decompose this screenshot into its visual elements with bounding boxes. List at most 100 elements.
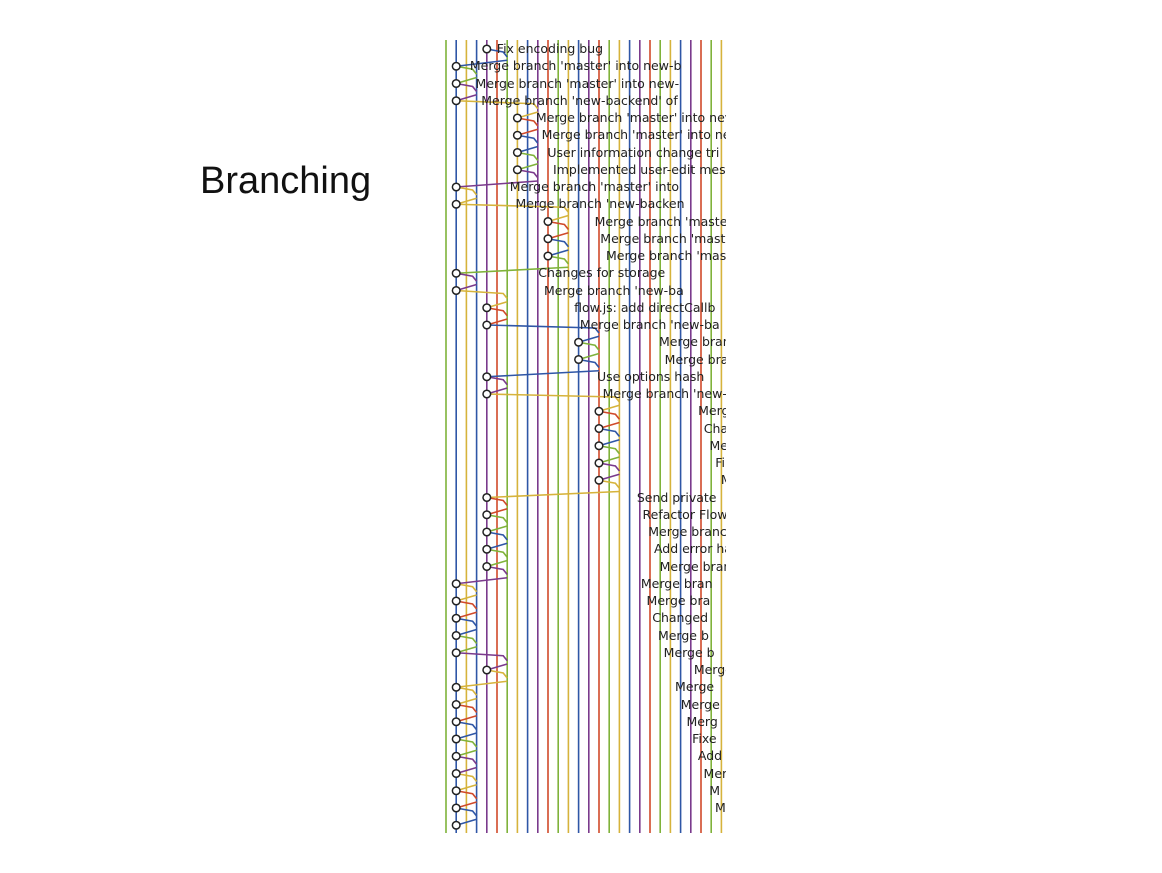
commit-message[interactable]: Merge branch 'new-ba: [579, 317, 720, 332]
commit-message[interactable]: File events goe: [715, 455, 726, 470]
commit-node[interactable]: [482, 510, 492, 520]
commit-node[interactable]: [451, 579, 461, 589]
commit-node[interactable]: [482, 389, 492, 399]
commit-message[interactable]: M: [714, 800, 726, 815]
commit-message[interactable]: Merge branch ': [648, 524, 726, 539]
commit-node[interactable]: [451, 596, 461, 606]
commit-message[interactable]: Fix encoding bug: [496, 41, 604, 56]
commit-node[interactable]: [451, 734, 461, 744]
merge-connector: [456, 48, 508, 68]
commit-message[interactable]: Merge branch 'master' into new-: [475, 75, 680, 91]
commit-message[interactable]: flow.js: add directCallb: [574, 299, 716, 315]
commit-node[interactable]: [451, 786, 461, 796]
commit-message[interactable]: Fixe: [692, 731, 717, 746]
commit-message[interactable]: Merge branch ': [721, 471, 726, 488]
commit-node[interactable]: [512, 130, 522, 140]
commit-message[interactable]: Merge branch 'ma: [698, 403, 726, 419]
merge-connector: [486, 479, 621, 499]
commit-node[interactable]: [574, 337, 584, 347]
commit-message[interactable]: Merge branch 'master' into new-b: [469, 58, 682, 74]
commit-node[interactable]: [594, 406, 604, 416]
commit-node[interactable]: [451, 699, 461, 710]
merge-connector: [456, 168, 539, 188]
commit-message[interactable]: Merge branch 'new-ba: [543, 282, 684, 298]
commit-node[interactable]: [451, 61, 461, 71]
commit-message[interactable]: Implemented user-edit mes: [553, 161, 726, 177]
commit-message[interactable]: Changed idle tir: [703, 420, 726, 436]
commit-node[interactable]: [451, 751, 461, 761]
commit-node[interactable]: [574, 354, 584, 365]
commit-message[interactable]: Merge bran: [640, 575, 713, 591]
commit-message[interactable]: Merge b: [663, 644, 715, 660]
commit-node[interactable]: [482, 561, 492, 572]
commit-message[interactable]: Merge branch 'master' into: [594, 213, 726, 229]
commit-node[interactable]: [482, 492, 492, 503]
commit-node[interactable]: [482, 544, 492, 554]
commit-message[interactable]: Merge b: [693, 662, 726, 677]
commit-message[interactable]: Merge branch 'new-backend' of: [481, 92, 678, 108]
commit-node[interactable]: [451, 96, 461, 106]
commit-node[interactable]: [512, 113, 522, 123]
commit-message[interactable]: Merge branch 'master' into nev: [535, 110, 726, 125]
commit-message[interactable]: Merge bra: [646, 593, 711, 608]
commit-node[interactable]: [451, 803, 461, 813]
commit-message[interactable]: Changed: [652, 610, 709, 626]
commit-node[interactable]: [451, 630, 461, 641]
commit-node[interactable]: [482, 665, 492, 675]
commit-node[interactable]: [451, 613, 461, 623]
commit-message[interactable]: Refactor Flow: [642, 506, 726, 522]
commit-message[interactable]: Merge branch 'new-backen: [515, 196, 685, 212]
commit-node[interactable]: [512, 165, 522, 175]
commit-message[interactable]: Merge branch 'master' into ne: [541, 127, 726, 143]
commit-message[interactable]: Merge branch 'm: [709, 437, 727, 453]
commit-message[interactable]: User information change tri: [547, 144, 720, 160]
commit-node[interactable]: [451, 717, 461, 727]
commit-message[interactable]: Use options hash: [596, 368, 705, 384]
commit-node[interactable]: [451, 768, 461, 779]
commit-node[interactable]: [451, 285, 461, 296]
commit-node[interactable]: [543, 234, 553, 244]
commit-node[interactable]: [451, 268, 461, 278]
merge-connector: [456, 255, 570, 275]
commit-node[interactable]: [451, 820, 461, 830]
commit-message[interactable]: M: [709, 782, 721, 798]
commit-message[interactable]: Merge branch 'master' into: [509, 179, 680, 194]
commit-message[interactable]: Merge branch 'master: [658, 334, 726, 350]
commit-message[interactable]: Mer: [703, 765, 726, 781]
commit-node[interactable]: [594, 458, 604, 468]
commit-message[interactable]: Merge branch 'master' in: [600, 230, 726, 246]
commit-node[interactable]: [543, 216, 553, 227]
commit-message[interactable]: Merge: [680, 696, 720, 712]
commit-node[interactable]: [451, 648, 461, 658]
commit-message[interactable]: Merge branch: [659, 558, 726, 574]
commit-node[interactable]: [482, 320, 492, 330]
slide-title: Branching: [200, 160, 372, 202]
commit-node[interactable]: [512, 147, 522, 158]
commit-node[interactable]: [543, 251, 553, 261]
commit-message[interactable]: Merge branch 'mast: [664, 351, 726, 367]
commit-node[interactable]: [594, 423, 604, 434]
commit-message[interactable]: Add error har: [653, 541, 726, 557]
merge-connector: [456, 565, 508, 585]
commit-message[interactable]: Merge branch 'master': [606, 248, 726, 263]
merge-connector: [456, 289, 508, 309]
commit-node[interactable]: [482, 527, 492, 537]
commit-node[interactable]: [451, 182, 461, 192]
commit-message[interactable]: Merge branch 'new-: [602, 386, 726, 401]
commit-message[interactable]: Send private: [636, 489, 717, 505]
commit-graph-lines: [445, 40, 723, 833]
commit-message[interactable]: Merge: [675, 679, 715, 695]
commit-node[interactable]: [482, 303, 492, 313]
commit-message[interactable]: Changes for storage: [538, 265, 666, 281]
commit-node[interactable]: [594, 441, 604, 451]
commit-message[interactable]: Merge b: [657, 627, 709, 643]
commit-node[interactable]: [451, 78, 461, 89]
commit-message[interactable]: Merg: [686, 713, 718, 729]
commit-node[interactable]: [482, 44, 492, 54]
commit-node[interactable]: [594, 475, 604, 485]
commit-node[interactable]: [482, 372, 492, 382]
commit-message[interactable]: Add: [697, 748, 723, 764]
commit-node[interactable]: [451, 199, 461, 209]
commit-node[interactable]: [451, 682, 461, 692]
